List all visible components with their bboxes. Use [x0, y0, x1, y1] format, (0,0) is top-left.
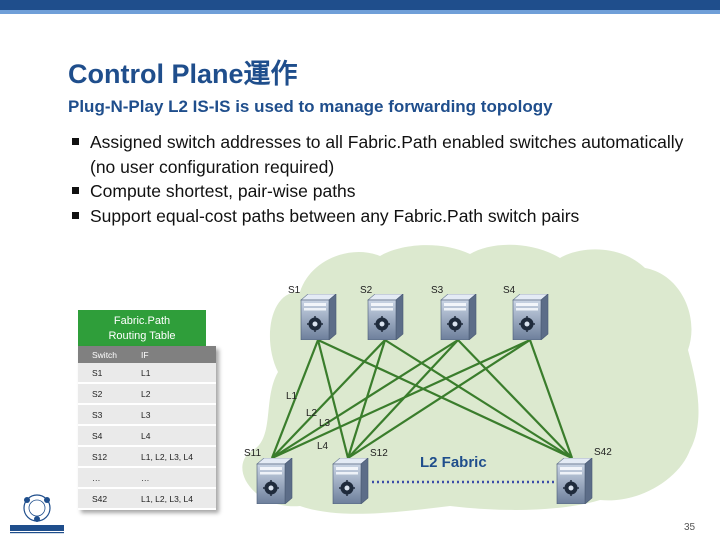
bullet-square-icon [72, 211, 79, 219]
if-cell: L1 [127, 363, 216, 384]
fabric-label: L2 Fabric [420, 454, 487, 471]
switch-cell: … [78, 467, 127, 489]
spine-label: S3 [431, 285, 444, 296]
column-header: IF [127, 346, 216, 363]
link-s12-s1 [316, 339, 350, 459]
link-s11-s2 [271, 339, 386, 459]
link-label: L1 [286, 391, 298, 402]
leaf-label: S11 [244, 448, 261, 459]
routing-table-header: Switch IF [78, 346, 216, 363]
company-logo-icon [10, 494, 64, 534]
spine-label: S1 [288, 285, 301, 296]
switch-cell: S1 [78, 363, 127, 384]
bullet-text: Support equal-cost paths between any Fab… [90, 205, 580, 226]
top-bar-light [0, 10, 720, 14]
link-s11-s1 [270, 339, 320, 459]
bullet-item: Support equal-cost paths between any Fab… [72, 204, 712, 229]
link-s11-s3 [271, 339, 459, 459]
switch-s11-icon [256, 458, 293, 504]
routing-table-title-line1: Fabric.Path [113, 315, 171, 327]
bullet-square-icon [72, 187, 79, 194]
switch-s2-icon [367, 294, 404, 340]
bullet-item: Compute shortest, pair-wise paths [72, 179, 712, 204]
if-cell: L3 [127, 404, 216, 426]
switch-cell: S42 [78, 488, 127, 510]
if-cell: L1, L2, L3, L4 [127, 488, 216, 510]
switch-s42-icon [556, 458, 593, 504]
routing-table-title: Fabric.Path Routing Table [78, 310, 206, 346]
switch-cell: S12 [78, 446, 127, 468]
bullet-text: Assigned switch addresses to all Fabric.… [90, 132, 684, 177]
switch-s12-icon [332, 458, 369, 504]
link-label: L3 [319, 418, 331, 429]
leaf-label: S12 [370, 448, 388, 459]
routing-table-title-line2: Routing Table [108, 330, 176, 342]
if-cell: L1, L2, L3, L4 [127, 446, 216, 468]
link-s42-s4 [528, 339, 574, 459]
link-s42-s2 [384, 339, 573, 459]
top-bar-dark [0, 0, 720, 10]
leaf-label: S42 [594, 447, 612, 458]
if-cell: L4 [127, 425, 216, 447]
spine-label: S4 [503, 285, 516, 296]
if-cell: … [127, 467, 216, 489]
link-s42-s3 [457, 339, 573, 459]
bullet-square-icon [72, 138, 79, 145]
slide-title: Control Plane運作 [68, 59, 298, 89]
bullet-item: Assigned switch addresses to all Fabric.… [72, 130, 712, 179]
page-number: 35 [684, 522, 696, 533]
fabric-links [270, 338, 574, 460]
link-label: L2 [306, 408, 318, 419]
link-s12-s4 [347, 339, 531, 459]
link-s12-s3 [347, 339, 459, 459]
switch-cell: S2 [78, 383, 127, 405]
switch-cell: S3 [78, 404, 127, 426]
column-header: Switch [78, 346, 127, 363]
if-cell: L2 [127, 383, 216, 405]
link-s11-s4 [271, 338, 531, 460]
top-bar [0, 0, 720, 14]
link-s12-s2 [346, 339, 387, 459]
switch-s1-icon [300, 294, 337, 340]
slide-subtitle: Plug-N-Play L2 IS-IS is used to manage f… [68, 97, 553, 116]
table-row: …… [78, 467, 216, 489]
switch-cell: S4 [78, 425, 127, 447]
bullet-text: Compute shortest, pair-wise paths [90, 181, 356, 201]
link-s42-s1 [317, 339, 573, 459]
spine-label: S2 [360, 285, 373, 296]
link-label: L4 [317, 441, 329, 452]
switch-s3-icon [440, 294, 477, 340]
switch-s4-icon [512, 294, 549, 340]
bullet-list: Assigned switch addresses to all Fabric.… [72, 130, 712, 228]
